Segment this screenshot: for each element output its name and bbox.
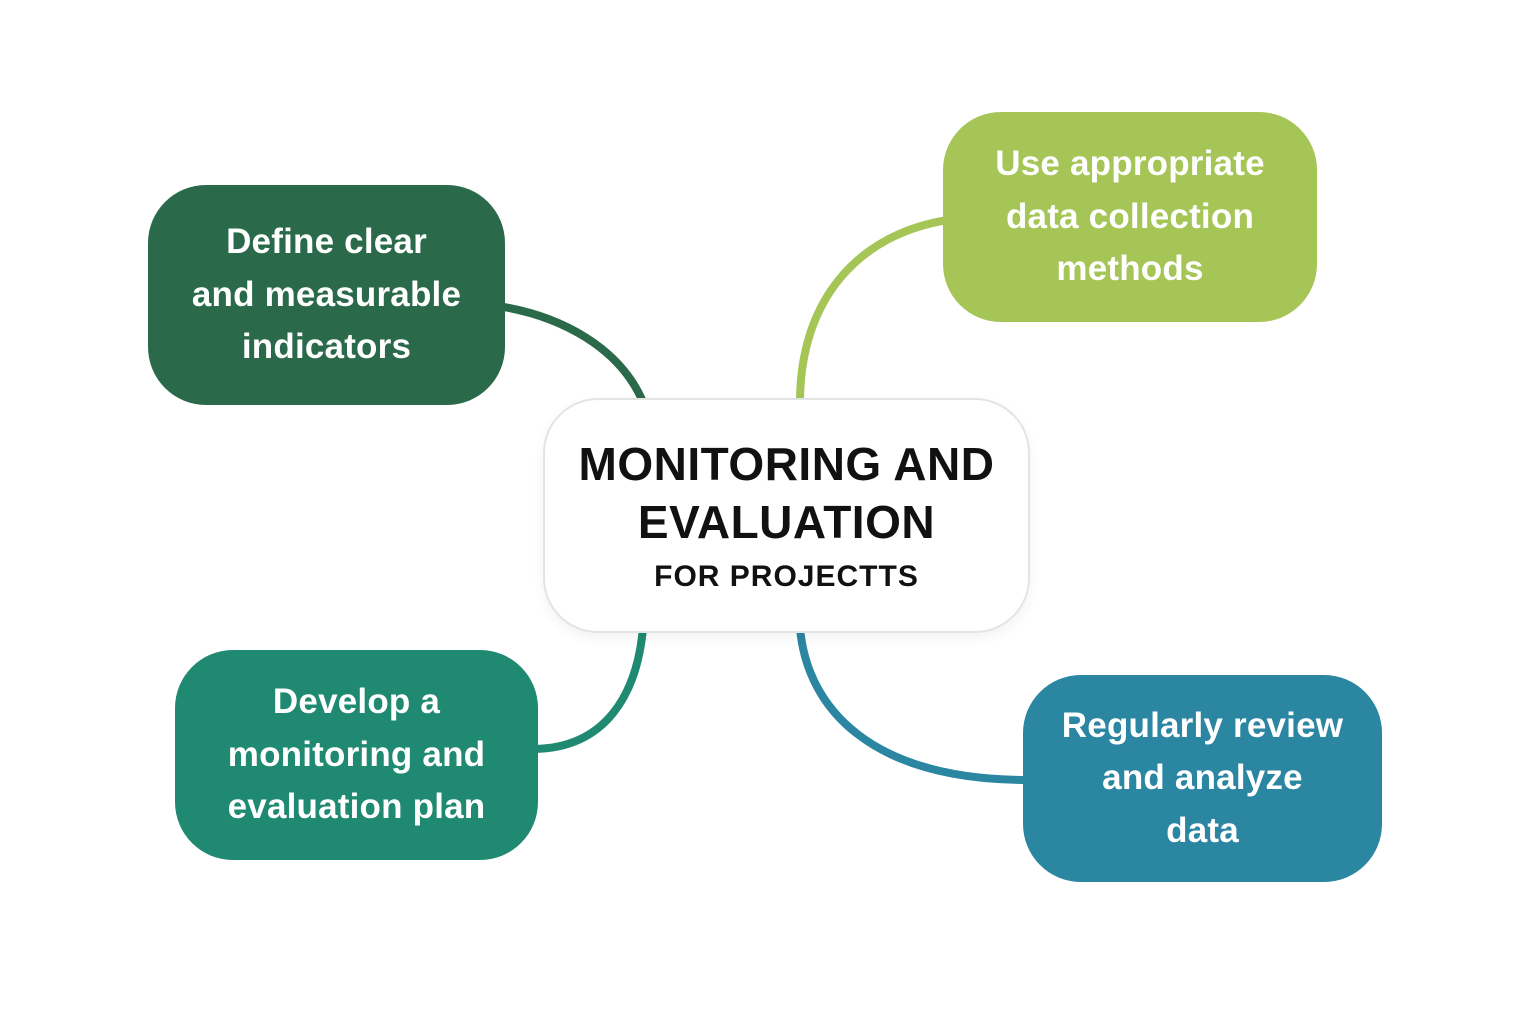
node-data-collection: Use appropriate data collection methods <box>943 112 1317 322</box>
node-review-data-label: Regularly review and analyze data <box>1061 705 1344 850</box>
node-review-data: Regularly review and analyze data <box>1023 675 1382 882</box>
node-define-indicators: Define clear and measurable indicators <box>148 185 505 405</box>
connector-review-data <box>796 627 1029 784</box>
center-title: MONITORING AND EVALUATION <box>578 438 995 548</box>
connector-define-indicators <box>497 302 647 404</box>
node-monitoring-plan: Develop a monitoring and evaluation plan <box>175 650 538 860</box>
node-monitoring-plan-label: Develop a monitoring and evaluation plan <box>227 682 486 827</box>
center-subtitle: FOR PROJECTTS <box>654 560 919 593</box>
node-data-collection-label: Use appropriate data collection methods <box>995 144 1265 289</box>
connector-data-collection <box>796 216 949 403</box>
center-node: MONITORING AND EVALUATION FOR PROJECTTS <box>543 398 1030 633</box>
node-define-indicators-label: Define clear and measurable indicators <box>191 222 462 367</box>
connector-monitoring-plan <box>533 627 647 753</box>
